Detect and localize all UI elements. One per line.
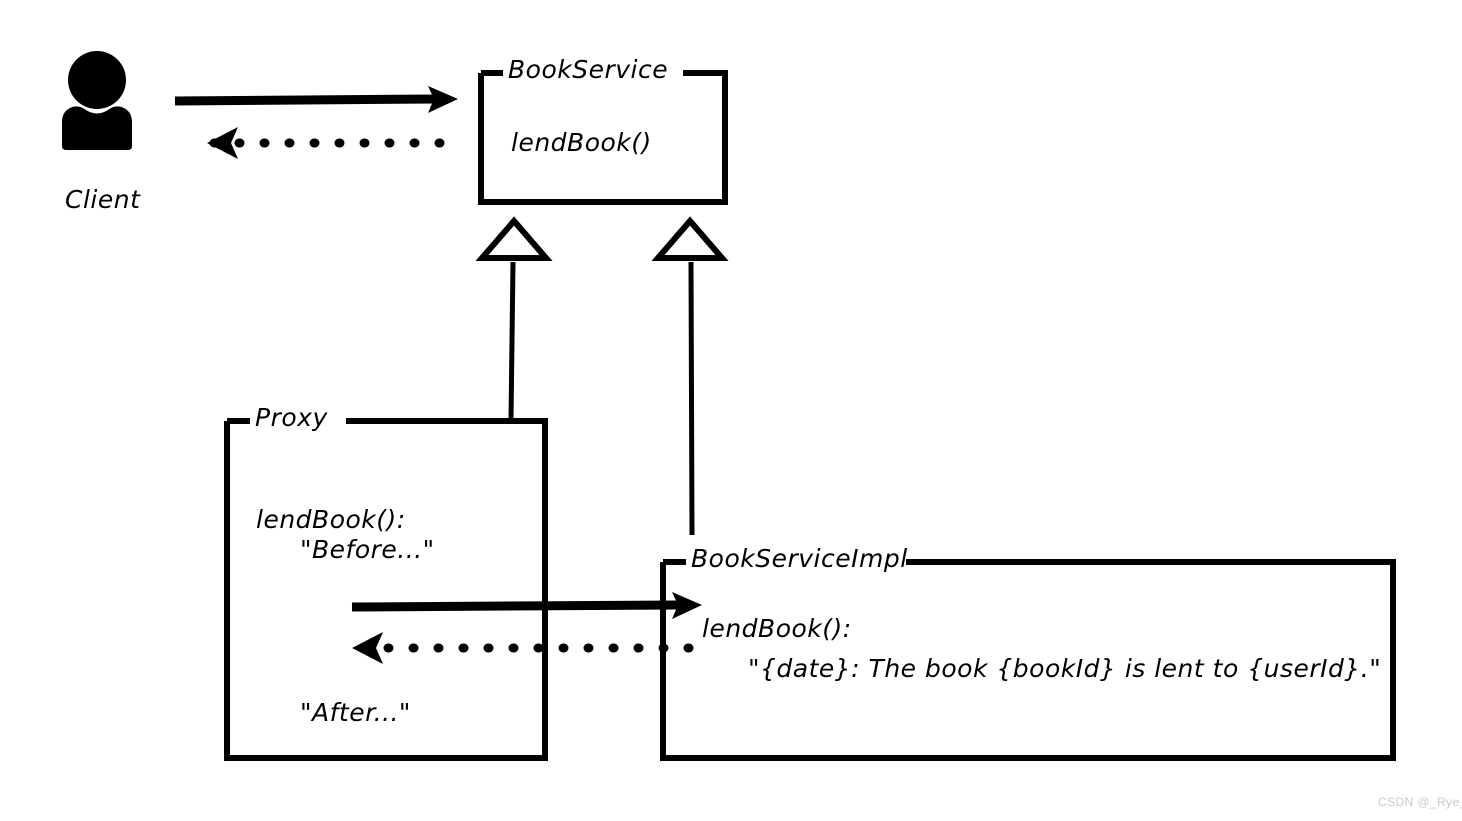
client-label: Client — [65, 185, 141, 214]
bookservice-method: lendBook() — [511, 128, 652, 157]
client-user-icon — [62, 51, 132, 150]
proxy-before-text: "Before..." — [300, 535, 435, 564]
impl-method: lendBook(): — [702, 614, 852, 643]
proxy-generalization-arrow — [475, 216, 553, 421]
csdn-watermark: CSDN @_Rye_ — [1378, 795, 1462, 809]
bookserviceimpl-box — [660, 559, 1396, 761]
proxy-call-arrow — [351, 592, 702, 619]
proxy-after-text: "After..." — [300, 698, 411, 727]
client-return-arrow — [207, 127, 460, 159]
bookserviceimpl-title-gap — [686, 553, 906, 571]
impl-generalization-arrow — [651, 216, 729, 536]
client-call-arrow — [174, 86, 458, 113]
bookservice-title: BookService — [508, 55, 669, 84]
proxy-title-gap — [250, 412, 346, 430]
proxy-method: lendBook(): — [256, 505, 406, 534]
bookserviceimpl-title: BookServiceImpl — [691, 544, 908, 573]
impl-message-text: "{date}: The book {bookId} is lent to {u… — [748, 654, 1382, 683]
proxy-box — [224, 418, 548, 761]
proxy-title: Proxy — [255, 403, 328, 432]
bookservice-title-gap — [503, 64, 683, 82]
impl-return-arrow — [352, 632, 705, 664]
